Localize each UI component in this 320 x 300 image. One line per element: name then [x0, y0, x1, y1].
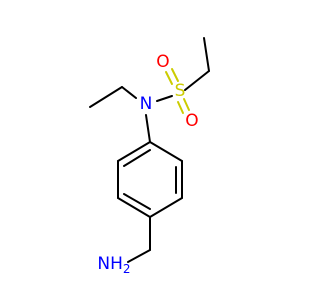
amine-nh-text: NH: [97, 254, 123, 274]
sulfur-atom-label: S: [175, 81, 186, 101]
bond-ch2-nh2: [127, 249, 151, 263]
oxygen-atom-label-top: O: [156, 52, 169, 72]
bond-s-o-top-a: [165, 71, 173, 85]
amine-atom-label: NH2: [97, 254, 130, 276]
amine-subscript: 2: [123, 262, 131, 276]
ring-inner-2: [123, 193, 151, 210]
ring-inner-3: [123, 149, 151, 167]
ring-bond-4: [117, 197, 151, 218]
bond-ch2-s: [184, 70, 210, 91]
bond-s-n: [156, 95, 173, 102]
ring-bond-3: [149, 197, 183, 218]
bond-ethyl-n-c-c: [89, 86, 123, 108]
bond-s-o-bottom-b: [183, 98, 190, 111]
bonds: [89, 37, 210, 263]
bond-s-o-bottom-a: [177, 101, 184, 114]
nitrogen-atom-label: N: [140, 94, 153, 114]
atom-labels: N S O O NH2: [97, 52, 198, 276]
oxygen-atom-label-bottom: O: [185, 111, 198, 131]
bond-n-ring: [145, 114, 151, 143]
bond-s-o-top-b: [171, 68, 179, 82]
ring-bond-6: [117, 141, 151, 162]
molecule-structure: N S O O NH2: [89, 37, 210, 276]
bond-n-ch2: [121, 86, 137, 99]
ring-bond-1: [149, 141, 183, 162]
bond-ethyl-c-c: [203, 37, 210, 72]
